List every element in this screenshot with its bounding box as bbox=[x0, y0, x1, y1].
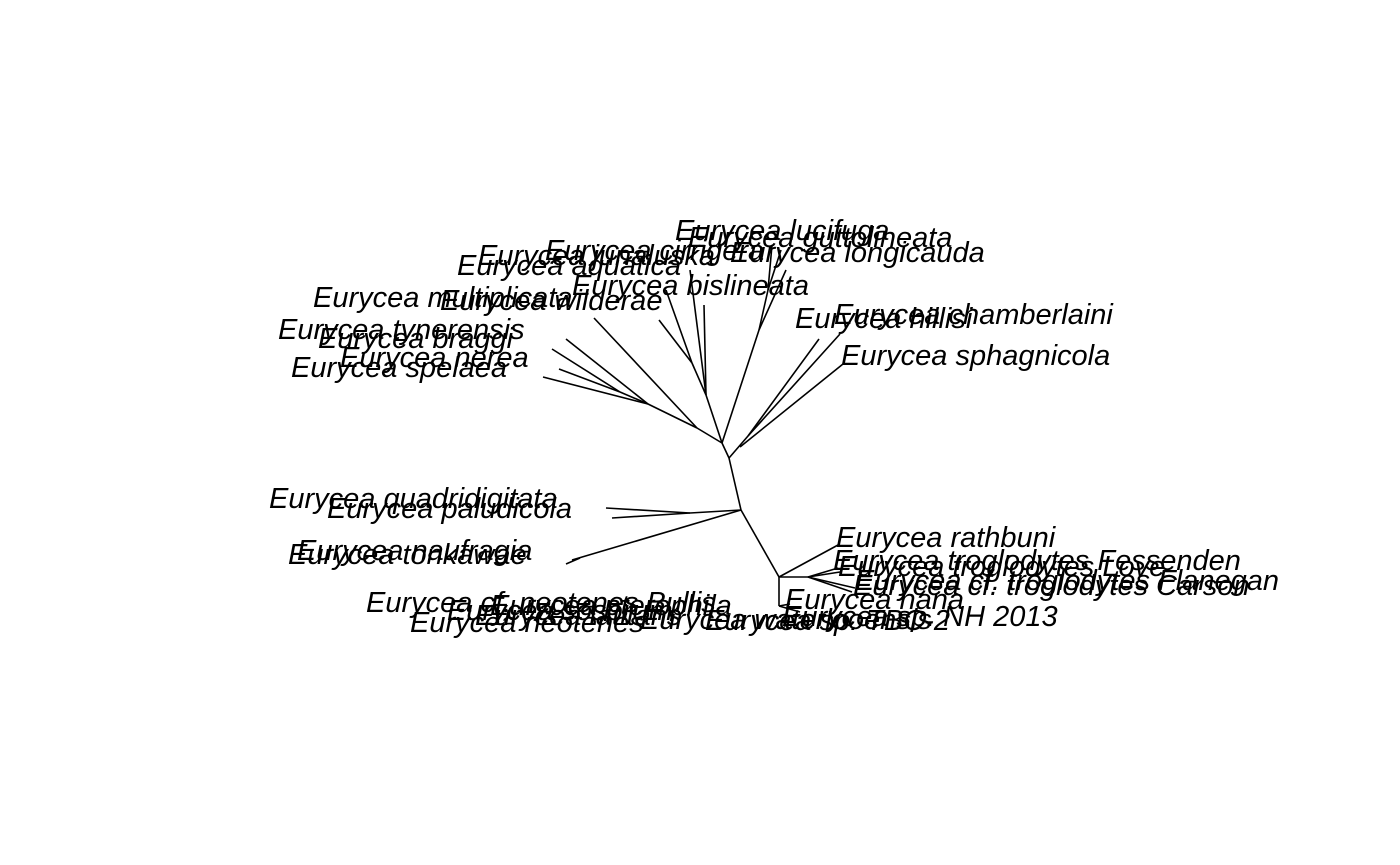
tip-label: Eurycea chamberlaini bbox=[834, 299, 1114, 331]
tip-label: Eurycea cf. troglodytes Carson bbox=[853, 570, 1250, 602]
branch bbox=[740, 509, 780, 578]
tip-branch-bislineata bbox=[658, 319, 693, 364]
branch bbox=[705, 394, 723, 444]
tip-label: Eurycea sosorum bbox=[447, 595, 673, 627]
branch bbox=[721, 442, 730, 459]
tip-label: Eurycea multiplicata bbox=[313, 282, 573, 314]
tip-label: Eurycea neotenes bbox=[410, 607, 644, 639]
internal-branches bbox=[619, 289, 808, 606]
branch bbox=[689, 509, 742, 514]
tip-label: Eurycea guttolineata bbox=[688, 222, 952, 254]
tip-label: Eurycea cf. troglodytes Flanegan bbox=[855, 565, 1279, 597]
tip-branch-paludicola bbox=[611, 512, 691, 519]
tip-label: Eurycea naufragia bbox=[297, 535, 532, 567]
tip-label: Eurycea tonkawae bbox=[288, 539, 527, 571]
tip-branch-guttolineata bbox=[767, 249, 782, 291]
tip-branch-sp-nh bbox=[778, 605, 801, 613]
tip-branch-braggi bbox=[551, 348, 621, 393]
tip-label: Eurycea lucifuga bbox=[675, 215, 889, 247]
branch bbox=[758, 289, 769, 331]
tip-label: Eurycea spelaea bbox=[291, 352, 507, 384]
tip-labels: Eurycea lucifuga Eurycea guttolineata Eu… bbox=[269, 215, 1279, 639]
terminal-branches bbox=[542, 244, 856, 613]
tip-label: Eurycea aquatica bbox=[457, 250, 681, 282]
tip-label: Eurycea paludicola bbox=[327, 493, 572, 525]
tip-branch-tynerensis bbox=[565, 338, 649, 405]
tip-label: Eurycea sp. NH 2013 bbox=[782, 601, 1058, 633]
tip-label: Eurycea sphagnicola bbox=[841, 340, 1110, 372]
tip-label: Eurycea sp. TBC-2 bbox=[705, 605, 950, 637]
tip-label: Eurycea pterophila bbox=[490, 590, 732, 622]
branch bbox=[728, 435, 749, 459]
tip-branch-naufragia bbox=[571, 509, 742, 561]
branch bbox=[721, 329, 760, 444]
tip-branch-multiplicata bbox=[593, 317, 698, 429]
tip-label: Eurycea braggi bbox=[318, 323, 515, 355]
tip-label: Eurycea hillisi bbox=[795, 303, 974, 335]
tip-label: Eurycea junaluska bbox=[478, 240, 715, 272]
tip-branch-tonkawae bbox=[565, 557, 581, 565]
tip-label: Eurycea wilderae bbox=[440, 285, 662, 317]
tip-label: Eurycea tynerensis bbox=[278, 314, 525, 346]
tip-label: Eurycea troglodytes Love bbox=[838, 551, 1165, 583]
branch bbox=[691, 362, 707, 396]
tip-branch-chamberlaini bbox=[747, 338, 820, 437]
tip-label: Eurycea waterlooensis bbox=[640, 604, 932, 636]
branch bbox=[728, 457, 742, 511]
tip-branch-lucifuga bbox=[767, 244, 773, 291]
tip-label: Eurycea latitans bbox=[475, 600, 681, 632]
tip-branch-rathbuni bbox=[778, 544, 839, 578]
tip-label: Eurycea rathbuni bbox=[836, 522, 1057, 554]
tip-branch-spelaea bbox=[542, 376, 649, 405]
tip-branch-sphagnicola bbox=[739, 363, 844, 448]
tip-label: Eurycea longicauda bbox=[730, 237, 985, 269]
tip-branch-nana bbox=[778, 603, 791, 607]
tip-branch-carson bbox=[807, 576, 853, 593]
tip-branch-aquatica bbox=[665, 289, 693, 364]
branch bbox=[647, 403, 698, 429]
tip-label: Eurycea troglodytes Fessenden bbox=[833, 545, 1241, 577]
tip-branch-longicauda bbox=[758, 269, 787, 331]
tip-branch-quadridigitata bbox=[605, 507, 691, 514]
tip-label: Eurycea nerea bbox=[340, 342, 529, 374]
branch bbox=[696, 427, 723, 444]
tip-branch-hillisi bbox=[747, 333, 841, 437]
tip-label: Eurycea quadridigitata bbox=[269, 483, 558, 515]
tip-label: Eurycea bislineata bbox=[572, 270, 809, 302]
tip-label: Eurycea cf. neotenes Bullis bbox=[366, 587, 716, 619]
tip-branch-junaluska bbox=[703, 304, 707, 396]
tip-branch-nerea bbox=[558, 368, 621, 393]
tip-branch-love bbox=[807, 571, 841, 578]
tip-label: Eurycea nana bbox=[785, 584, 964, 616]
tip-branch-cirrigera bbox=[689, 269, 707, 396]
tip-label: Eurycea cirrigera bbox=[545, 235, 764, 267]
